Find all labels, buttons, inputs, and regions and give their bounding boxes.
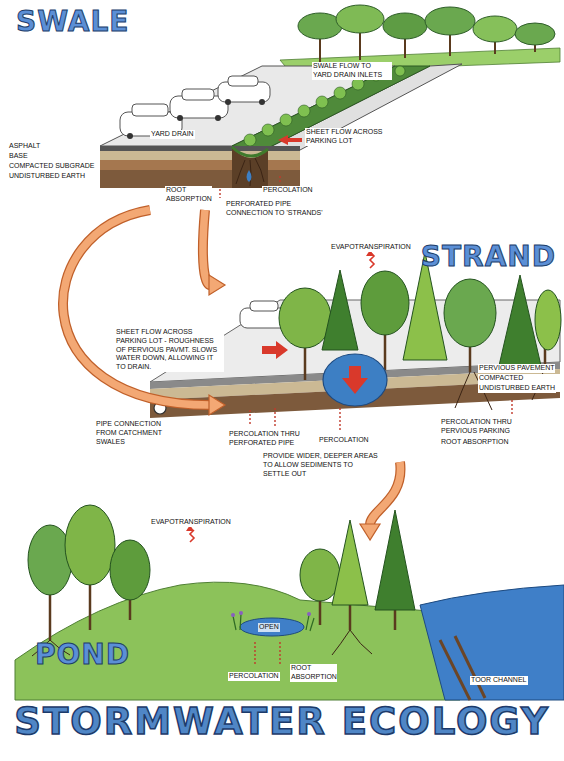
arrow-shaft [63, 210, 210, 405]
annotation-label: SWALE FLOW TO YARD DRAIN INLETS [312, 62, 392, 80]
annotation-label: PERCOLATION [262, 186, 314, 195]
diagram-title: STORMWATER ECOLOGY [0, 702, 564, 743]
title-text: STORMWATER ECOLOGY [14, 700, 549, 743]
section-heading: SWALE [16, 7, 129, 38]
annotation-label: PIPE CONNECTION FROM CATCHMENT SWALES [95, 420, 172, 446]
annotation-label: EVAPOTRANSPIRATION [330, 243, 412, 252]
section-heading: STRAND [421, 242, 556, 273]
annotation-label: OPEN [258, 623, 280, 632]
section-region: POND [15, 540, 560, 690]
annotation-label: PERCOLATION THRU PERFORATED PIPE [228, 430, 302, 448]
annotation-label: PERCOLATION [318, 436, 370, 445]
annotation-label: ROOT ABSORPTION [440, 438, 510, 447]
annotation-label: BASE [8, 152, 29, 161]
annotation-label: COMPACTED SUBGRADE [8, 162, 95, 171]
annotation-label: UNDISTURBED EARTH [8, 172, 86, 181]
annotation-label: ROOT ABSORPTION [290, 664, 337, 682]
annotation-label: PERCOLATION [228, 672, 280, 681]
annotation-label: PERVIOUS PAVEMENT [478, 364, 555, 373]
annotation-label: SHEET FLOW ACROSS PARKING LOT [305, 128, 387, 146]
annotation-label: SHEET FLOW ACROSS PARKING LOT - ROUGHNES… [115, 328, 224, 372]
section-heading: POND [35, 640, 130, 671]
flow-arrow [63, 210, 225, 415]
annotation-label: PERFORATED PIPE CONNECTION TO 'STRANDS' [225, 200, 327, 218]
annotation-label: ROOT ABSORPTION [165, 186, 212, 204]
arrow-head [209, 395, 225, 415]
arrow-head [360, 524, 380, 540]
annotation-label: TOOR CHANNEL [470, 676, 528, 685]
annotation-label: UNDISTURBED EARTH [478, 384, 556, 393]
arrow-head [209, 275, 225, 295]
annotation-label: PERCOLATION THRU PERVIOUS PARKING [440, 418, 527, 436]
annotation-label: ASPHALT [8, 142, 41, 151]
arrow-shaft [203, 210, 210, 285]
arrow-shaft-outline [203, 210, 210, 285]
annotation-label: EVAPOTRANSPIRATION [150, 518, 232, 527]
flow-arrow [203, 210, 225, 295]
annotation-label: YARD DRAIN [150, 130, 195, 139]
annotation-label: PROVIDE WIDER, DEEPER AREAS TO ALLOW SED… [262, 452, 379, 478]
arrow-shaft-outline [63, 210, 210, 405]
